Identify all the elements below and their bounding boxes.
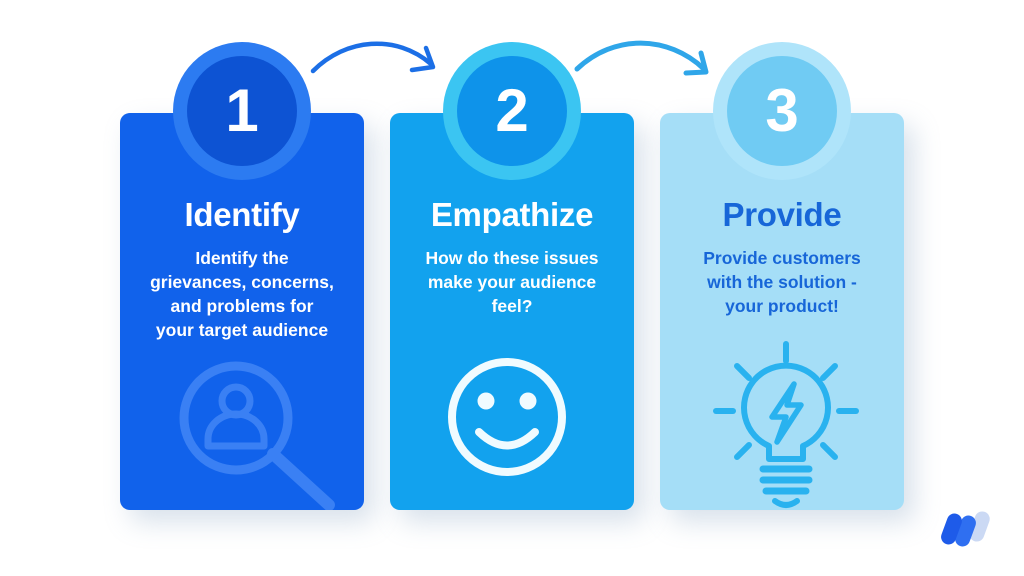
description-line: and problems for xyxy=(170,296,314,317)
step-card-provide: 3 Provide Provide customers with the sol… xyxy=(660,42,904,510)
step-description: Identify the grievances, concerns, and p… xyxy=(120,246,364,342)
step-number: 3 xyxy=(765,77,799,144)
arrow-step2-to-step3-icon xyxy=(574,40,709,76)
step-card-empathize: 2 Empathize How do these issues make you… xyxy=(390,42,634,510)
description-line: Provide customers xyxy=(703,248,861,269)
step-title: Identify xyxy=(184,196,300,233)
step-title: Provide xyxy=(722,196,842,233)
step-1-number-badge: 1 xyxy=(173,42,311,180)
brand-logo xyxy=(941,511,990,547)
description-line: make your audience xyxy=(427,272,597,293)
step-3-number-disc: 3 xyxy=(727,56,837,166)
description-line: with the solution - xyxy=(707,272,857,293)
step-3-number-badge: 3 xyxy=(713,42,851,180)
step-2-number-badge: 2 xyxy=(443,42,581,180)
logo-bar-middle xyxy=(955,515,976,547)
step-description: How do these issues make your audience f… xyxy=(390,246,634,318)
arrow-step1-to-step2-icon xyxy=(310,41,436,74)
logo-bar-front xyxy=(941,513,962,545)
step-title: Empathize xyxy=(430,196,594,233)
description-line: How do these issues xyxy=(425,248,599,269)
step-number: 2 xyxy=(495,77,529,144)
step-number: 1 xyxy=(225,77,259,144)
description-line: your target audience xyxy=(155,320,329,341)
description-line: your product! xyxy=(725,296,839,317)
step-card-identify: 1 Identify Identify the grievances, conc… xyxy=(120,42,364,510)
description-line: feel? xyxy=(491,296,533,317)
step-2-number-disc: 2 xyxy=(457,56,567,166)
step-1-number-disc: 1 xyxy=(187,56,297,166)
step-description: Provide customers with the solution - yo… xyxy=(660,246,904,318)
description-line: grievances, concerns, xyxy=(150,272,334,293)
description-line: Identify the xyxy=(195,248,289,269)
